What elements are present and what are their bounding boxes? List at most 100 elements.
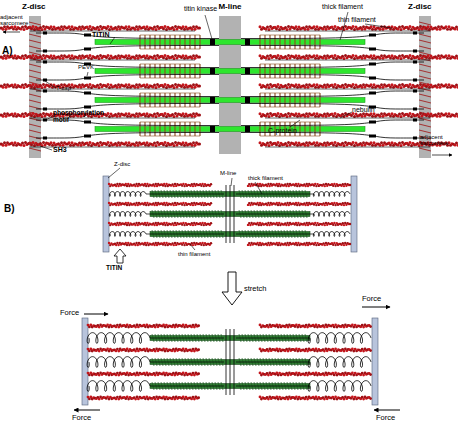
c-protein [189, 122, 190, 136]
actin-bead [50, 54, 53, 57]
actin-bead [306, 202, 308, 204]
actin-bead [163, 183, 165, 185]
actin-bead [155, 28, 158, 31]
actin-bead [182, 202, 184, 204]
titin-strand [36, 33, 219, 39]
actin-bead [134, 224, 136, 226]
actin-bead [41, 28, 44, 31]
actin-bead [32, 25, 35, 28]
actin-bead [155, 222, 157, 224]
actin-bead [164, 25, 167, 28]
z-disc-link [419, 40, 431, 43]
pevk-segment [369, 34, 376, 37]
c-protein [169, 122, 170, 136]
actin-bead [286, 144, 289, 147]
actin-bead [137, 185, 139, 187]
c-protein [260, 78, 320, 79]
actin-bead [268, 115, 271, 118]
titin-kinase [210, 39, 215, 45]
actin-bead [146, 54, 149, 57]
actin-bead [448, 112, 451, 115]
c-protein [139, 35, 140, 49]
actin-bead [370, 25, 373, 28]
nebulin-strand [30, 89, 195, 90]
actin-bead [325, 57, 328, 60]
c-protein [194, 64, 195, 78]
c-protein [260, 35, 320, 36]
actin-bead [370, 54, 373, 57]
titin-kinase [245, 68, 250, 74]
actin-bead [107, 25, 110, 28]
c-protein [179, 64, 180, 78]
c-protein [174, 93, 175, 107]
c-protein [140, 136, 200, 137]
actin-bead [427, 54, 430, 57]
actin-bead [325, 144, 328, 147]
actin-bead [285, 185, 287, 187]
c-protein [144, 122, 145, 136]
c-protein [139, 122, 140, 136]
actin-bead [448, 25, 451, 28]
c-protein [159, 64, 160, 78]
c-protein [314, 64, 315, 78]
actin-bead [349, 203, 351, 205]
titin-kinase [210, 126, 215, 132]
leader-line [40, 146, 52, 150]
z-disc-link [419, 22, 431, 25]
actin-bead [334, 141, 337, 144]
actin-bead [391, 54, 394, 57]
c-protein [179, 93, 180, 107]
actin-bead [134, 204, 136, 206]
actin-bead [71, 25, 74, 28]
thin-filament [0, 25, 201, 31]
actin-bead [198, 27, 201, 30]
actin-bead [259, 183, 261, 185]
actin-bead [455, 83, 458, 86]
c-protein [154, 64, 155, 78]
actin-bead [382, 86, 385, 89]
c-protein [164, 35, 165, 49]
band-heading: Z-disc [22, 2, 52, 12]
c-protein [274, 35, 275, 49]
titin-strand [241, 104, 424, 110]
actin-bead [155, 144, 158, 147]
actin-bead [286, 57, 289, 60]
actin-bead [286, 86, 289, 89]
actin-bead [89, 83, 92, 86]
c-protein [294, 35, 295, 49]
actin-bead [192, 204, 194, 206]
titin-kinase [245, 126, 250, 132]
actin-bead [155, 202, 157, 204]
z-disc-link [419, 148, 431, 151]
actin-bead [182, 183, 184, 185]
t-cap-site [413, 119, 417, 122]
titin-strand [36, 75, 219, 81]
actin-bead [296, 204, 298, 206]
nebulin-strand [265, 118, 430, 119]
thin-filament [259, 83, 458, 89]
c-protein [154, 122, 155, 136]
actin-bead [278, 183, 280, 185]
z-disc-link [419, 34, 431, 37]
c-protein [169, 35, 170, 49]
c-protein [279, 93, 280, 107]
actin-bead [436, 115, 439, 118]
titin-strand [36, 104, 219, 110]
c-protein [260, 107, 320, 108]
z-disc-bar [103, 176, 109, 252]
nebulin-strand [265, 89, 430, 90]
actin-bead [306, 183, 308, 185]
actin-bead [173, 28, 176, 31]
c-protein [260, 93, 320, 94]
c-protein [189, 35, 190, 49]
actin-bead [153, 224, 155, 226]
actin-bead [59, 28, 62, 31]
actin-bead [23, 28, 26, 31]
c-protein [299, 122, 300, 136]
c-protein [319, 122, 320, 136]
actin-bead [80, 57, 83, 60]
actin-bead [400, 86, 403, 89]
actin-bead [89, 54, 92, 57]
actin-bead [80, 28, 83, 31]
actin-bead [126, 204, 128, 206]
